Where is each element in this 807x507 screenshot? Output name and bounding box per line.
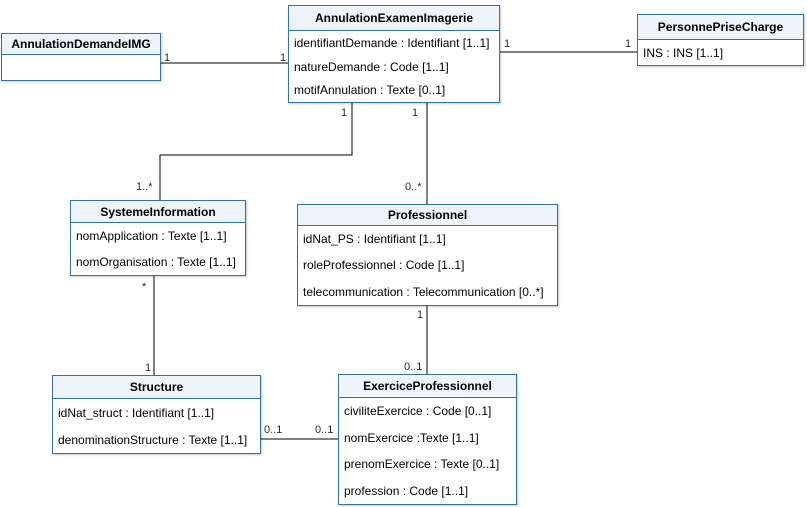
class-attributes: idNat_struct : Identifiant [1..1] denomi… bbox=[53, 399, 260, 453]
class-exercice-professionnel: ExerciceProfessionnel civiliteExercice :… bbox=[338, 374, 517, 505]
class-title: Professionnel bbox=[298, 205, 557, 226]
class-attributes bbox=[2, 55, 160, 80]
class-structure: Structure idNat_struct : Identifiant [1.… bbox=[52, 375, 261, 454]
multiplicity-label: 0..* bbox=[405, 181, 422, 193]
multiplicity-label: 1 bbox=[280, 52, 287, 64]
multiplicity-label: 1 bbox=[164, 52, 171, 64]
class-annulation-demande-img: AnnulationDemandeIMG bbox=[1, 33, 161, 81]
class-attribute: nomApplication : Texte [1..1] bbox=[76, 229, 227, 243]
class-annulation-examen-imagerie: AnnulationExamenImagerie identifiantDema… bbox=[288, 5, 500, 103]
class-attribute: nomOrganisation : Texte [1..1] bbox=[76, 255, 236, 269]
multiplicity-label: 1 bbox=[504, 38, 511, 50]
class-title: Structure bbox=[53, 376, 260, 399]
class-title: PersonnePriseCharge bbox=[638, 15, 803, 40]
class-title: AnnulationDemandeIMG bbox=[2, 34, 160, 55]
class-attribute: motifAnnulation : Texte [0..1] bbox=[294, 83, 446, 98]
class-systeme-information: SystemeInformation nomApplication : Text… bbox=[70, 200, 246, 276]
multiplicity-label: 1..* bbox=[136, 181, 153, 193]
multiplicity-label: 1 bbox=[145, 362, 152, 374]
class-attribute: prenomExercice : Texte [0..1] bbox=[344, 457, 500, 472]
class-attribute: roleProfessionnel : Code [1..1] bbox=[303, 258, 465, 273]
multiplicity-label: 0..1 bbox=[404, 361, 423, 373]
class-attributes: identifiantDemande : Identifiant [1..1] … bbox=[289, 31, 499, 102]
multiplicity-label: 0..1 bbox=[315, 424, 334, 436]
class-title: ExerciceProfessionnel bbox=[339, 375, 516, 398]
class-attributes: civiliteExercice : Code [0..1] nomExerci… bbox=[339, 398, 516, 504]
multiplicity-label: 0..1 bbox=[264, 424, 283, 436]
multiplicity-label: * bbox=[142, 281, 147, 293]
class-professionnel: Professionnel idNat_PS : Identifiant [1.… bbox=[297, 204, 558, 306]
class-attribute: identifiantDemande : Identifiant [1..1] bbox=[294, 35, 490, 50]
class-attribute: profession : Code [1..1] bbox=[344, 483, 469, 498]
class-title: AnnulationExamenImagerie bbox=[289, 6, 499, 31]
class-attributes: nomApplication : Texte [1..1] nomOrganis… bbox=[71, 223, 245, 275]
class-attribute: civiliteExercice : Code [0..1] bbox=[344, 404, 492, 419]
connector-annulationexamenimagerie-systemeinformation bbox=[159, 103, 353, 200]
class-attribute: idNat_PS : Identifiant [1..1] bbox=[303, 232, 446, 247]
multiplicity-label: 1 bbox=[341, 107, 348, 119]
class-personne-prise-charge: PersonnePriseCharge INS : INS [1..1] bbox=[637, 14, 804, 66]
class-attribute: nomExercice :Texte [1..1] bbox=[344, 430, 479, 445]
class-attribute: denominationStructure : Texte [1..1] bbox=[58, 432, 248, 447]
class-attributes: idNat_PS : Identifiant [1..1] roleProfes… bbox=[298, 226, 557, 305]
class-title: SystemeInformation bbox=[71, 201, 245, 223]
class-attribute: natureDemande : Code [1..1] bbox=[294, 59, 449, 74]
multiplicity-label: 1 bbox=[417, 309, 424, 321]
class-attribute: idNat_struct : Identifiant [1..1] bbox=[58, 405, 215, 420]
multiplicity-label: 1 bbox=[625, 38, 632, 50]
class-attributes: INS : INS [1..1] bbox=[638, 40, 803, 65]
class-attribute: INS : INS [1..1] bbox=[643, 45, 724, 60]
class-attribute: telecommunication : Telecommunication [0… bbox=[303, 284, 544, 299]
multiplicity-label: 1 bbox=[412, 107, 419, 119]
